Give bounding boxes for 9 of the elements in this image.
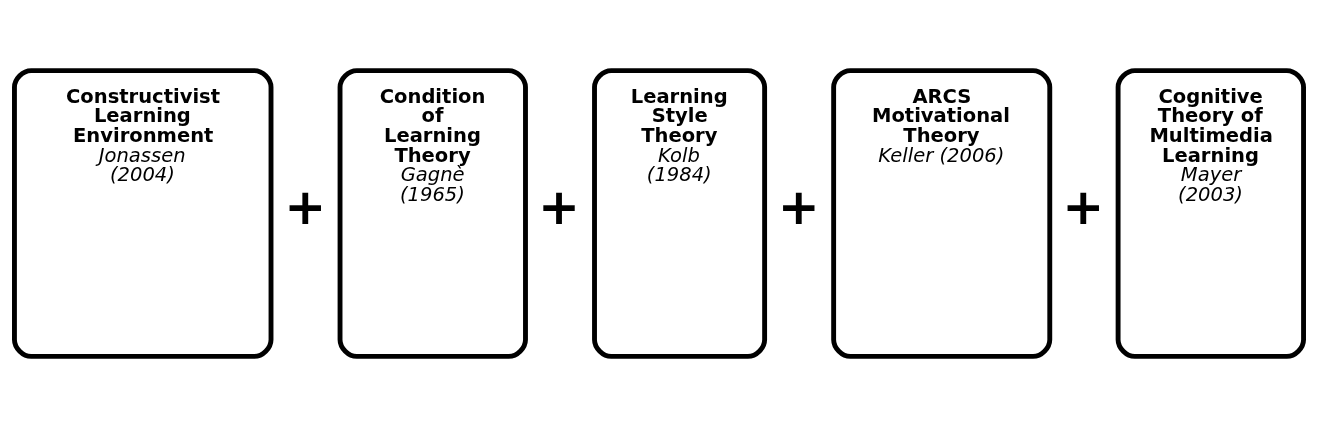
- label: +: [284, 176, 327, 236]
- node-box: Learning Style Theory Kolb (1984): [592, 67, 768, 359]
- node-box: Constructivist Learning Environment Jonassen (2004): [12, 67, 274, 359]
- node-box: ARCS Motivational Theory Keller (2006): [831, 67, 1053, 359]
- label: +: [777, 176, 820, 236]
- node-box: Condition of Learning Theory Gagnè (1965): [337, 67, 528, 359]
- node-box: Cognitive Theory of Multimedia Learning Mayer (2003): [1115, 67, 1306, 359]
- label: +: [1062, 176, 1105, 236]
- label: +: [538, 176, 581, 236]
